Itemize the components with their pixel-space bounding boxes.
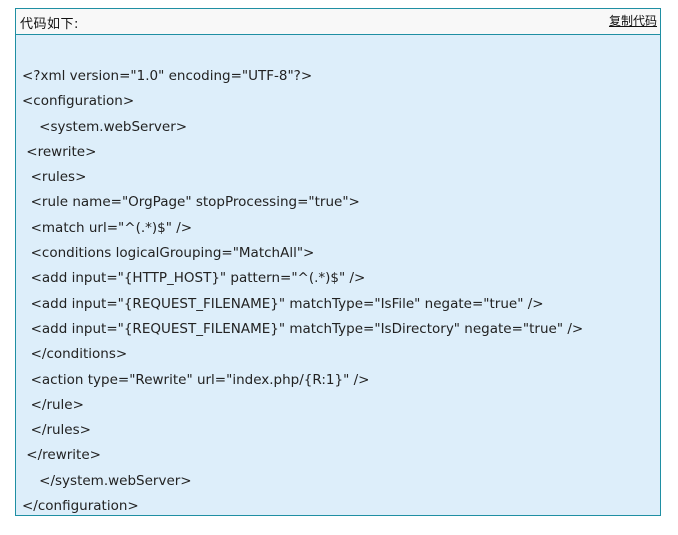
code-line: <?xml version="1.0" encoding="UTF-8"?> (22, 68, 313, 84)
code-line: <match url="^(.*)$" /> (22, 219, 193, 236)
code-header: 代码如下: 复制代码 (16, 9, 660, 35)
code-line: <rules> (22, 169, 87, 186)
code-line: <conditions logicalGrouping="MatchAll"> (22, 245, 315, 262)
code-line: <rewrite> (22, 143, 97, 160)
code-title: 代码如下: (20, 17, 79, 32)
code-line: </rewrite> (22, 447, 101, 464)
code-body: <?xml version="1.0" encoding="UTF-8"?> <… (16, 35, 660, 519)
copy-code-link[interactable]: 复制代码 (608, 14, 657, 28)
code-line: </configuration> (22, 498, 139, 515)
code-line: <action type="Rewrite" url="index.php/{R… (22, 371, 370, 388)
code-line: </rule> (22, 396, 84, 413)
code-block: 代码如下: 复制代码 <?xml version="1.0" encoding=… (15, 8, 661, 516)
code-line: <add input="{REQUEST_FILENAME}" matchTyp… (22, 295, 544, 312)
code-line: </rules> (22, 422, 91, 439)
code-line: <add input="{HTTP_HOST}" pattern="^(.*)$… (22, 270, 366, 287)
code-line: <system.webServer> (22, 118, 188, 135)
code-line: <add input="{REQUEST_FILENAME}" matchTyp… (22, 320, 584, 337)
code-line: </system.webServer> (22, 472, 192, 489)
code-line: </conditions> (22, 346, 128, 363)
code-line: <configuration> (22, 93, 135, 110)
code-line: <rule name="OrgPage" stopProcessing="tru… (22, 194, 360, 211)
